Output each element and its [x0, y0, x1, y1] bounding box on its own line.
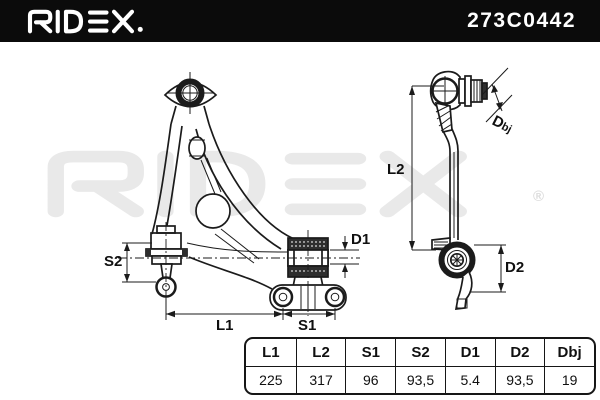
dim-label-s1: S1	[298, 317, 317, 334]
dimension-l1-s1	[165, 298, 336, 320]
table-value-cell: 225	[259, 372, 283, 388]
dimension-dbj	[481, 67, 513, 123]
table-value-cell: 93,5	[395, 367, 445, 393]
control-arm-front-view	[118, 72, 360, 320]
dimensions-table: L1 L2 S1 S2 D1 D2 Dbj 225 317 96 93,5 5.…	[244, 337, 596, 395]
dim-label-d2: D2	[505, 259, 525, 276]
ridex-logo	[24, 8, 143, 35]
table-value-cell: 96	[345, 367, 395, 393]
table-header-cell: S1	[345, 339, 396, 367]
dimension-d2	[470, 244, 506, 293]
dim-label-d1: D1	[351, 231, 371, 248]
table-header-cell: D1	[444, 339, 495, 367]
ball-joint	[145, 225, 188, 298]
control-arm-side-view	[409, 67, 513, 310]
table-header-cell: D2	[494, 339, 545, 367]
dimension-l2	[409, 85, 444, 251]
dim-label-s2: S2	[104, 253, 123, 270]
table-header-cell: L1	[246, 339, 296, 367]
dim-label-l2: L2	[387, 161, 405, 178]
table-value-cell: 93,5	[494, 367, 545, 393]
dim-label-l1: L1	[216, 317, 234, 334]
part-number: 273C0442	[467, 9, 576, 32]
table-header-cell: Dbj	[544, 339, 594, 367]
dimension-d1	[330, 236, 359, 278]
table-value-cell: 317	[295, 367, 346, 393]
table-header-cell: S2	[395, 339, 445, 367]
logo-dot	[137, 26, 143, 32]
registered-trademark-icon: ®	[533, 188, 545, 205]
table-header-cell: L2	[295, 339, 346, 367]
dimension-s2	[122, 242, 156, 283]
table-value-cell: 19	[544, 367, 594, 393]
table-value-cell: 5.4	[444, 367, 495, 393]
header-bar: 273C0442	[0, 0, 600, 42]
